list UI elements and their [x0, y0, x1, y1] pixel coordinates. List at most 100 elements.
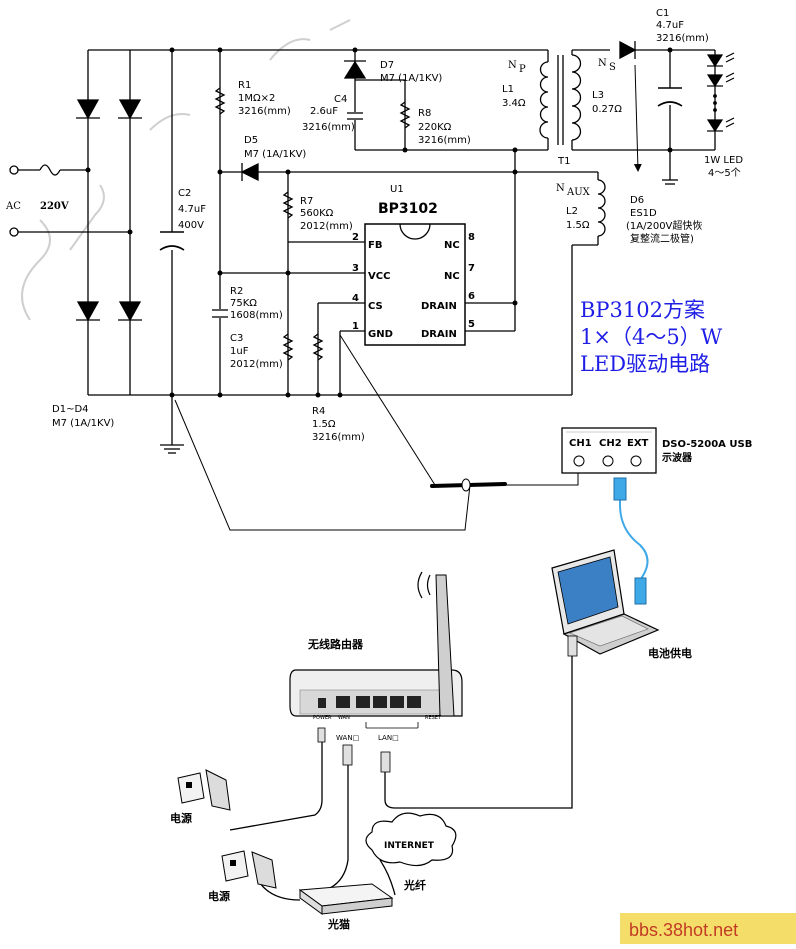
rj45-plug-icons — [317, 635, 578, 773]
pin3-name: VCC — [368, 271, 390, 282]
circuit-wires — [18, 49, 716, 445]
pin1-name: GND — [368, 329, 393, 340]
pin6-num: 6 — [468, 291, 475, 302]
u1-part: BP3102 — [378, 201, 438, 217]
capacitor-c4-icon — [347, 112, 363, 120]
ac-terminal-icon — [9, 165, 19, 175]
inductor-l1-icon — [539, 61, 549, 139]
pin2-name: FB — [368, 240, 382, 251]
r7-ref: R7 — [300, 196, 313, 207]
np-label: N — [508, 60, 517, 71]
r8-value2: 3216(mm) — [418, 135, 471, 146]
d7-ref: D7 — [380, 60, 394, 71]
watermark-text: bbs.38hot.net — [629, 920, 738, 940]
d6-value3: 复整流二极管) — [630, 232, 694, 245]
l3-value: 0.27Ω — [592, 104, 622, 115]
usb-plug-icon — [634, 577, 647, 605]
ns-label: N — [598, 58, 607, 69]
u1-ref: U1 — [390, 184, 404, 195]
lan-bracket — [365, 722, 419, 729]
r1-ref: R1 — [238, 80, 251, 91]
r4-value1: 1.5Ω — [312, 419, 336, 430]
pin8-name: NC — [444, 240, 460, 251]
osc-ch1: CH1 — [569, 438, 592, 449]
d6-ref: D6 — [630, 195, 644, 206]
capacitor-c3-icon — [212, 309, 228, 318]
junction-dots — [85, 47, 673, 398]
bridge-ref: D1~D4 — [52, 404, 89, 415]
power-adapter-icon-1 — [177, 769, 231, 811]
resistor-r1-icon — [214, 87, 226, 115]
pin8-num: 8 — [468, 232, 475, 243]
r2-value1: 75KΩ — [230, 298, 257, 309]
osc-model: DSO-5200A USB — [662, 439, 752, 450]
wan-tag: WAN□ — [336, 734, 359, 742]
diode-d7-icon — [343, 60, 367, 79]
bridge-value: M7 (1A/1KV) — [52, 418, 114, 429]
naux-label: N — [556, 183, 565, 194]
title-block: BP3102方案 1×（4～5）W LED驱动电路 — [580, 298, 723, 376]
port-reset-label: RESET — [425, 715, 442, 721]
l1-value: 3.4Ω — [502, 98, 526, 109]
circuit-labels: AC 220V D1~D4 M7 (1A/1KV) C2 4.7uF 400V … — [5, 8, 743, 443]
osc-ext: EXT — [627, 438, 649, 449]
d5-value: M7 (1A/1KV) — [244, 149, 306, 160]
led-value1: 1W LED — [704, 155, 743, 166]
title-line2: 1×（4～5）W — [580, 325, 723, 349]
t1-label: T1 — [557, 156, 570, 167]
wireless-router-icon — [289, 571, 463, 717]
pin3-num: 3 — [352, 263, 359, 274]
r4-ref: R4 — [312, 406, 325, 417]
d6-value1: ES1D — [630, 208, 657, 219]
r7-value1: 560KΩ — [300, 208, 334, 219]
d7-value: M7 (1A/1KV) — [380, 73, 442, 84]
led-value2: 4～5个 — [708, 167, 741, 179]
internet-cloud-icon — [365, 812, 457, 867]
osc-ext-jack-icon[interactable] — [630, 455, 642, 467]
r2-ref: R2 — [230, 286, 243, 297]
ac-label: AC — [5, 201, 21, 212]
r8-ref: R8 — [418, 108, 431, 119]
capacitor-c2-icon — [159, 231, 185, 251]
pin6-name: DRAIN — [421, 301, 457, 312]
fiber-label: 光纤 — [403, 878, 426, 892]
router-label: 无线路由器 — [307, 637, 364, 651]
power1-label: 电源 — [170, 811, 192, 825]
c2-value2: 400V — [178, 220, 204, 231]
pin1-num: 1 — [352, 321, 359, 332]
ac-voltage: 220V — [40, 201, 69, 212]
l2-ref: L2 — [566, 206, 578, 217]
osc-name: 示波器 — [662, 451, 693, 464]
title-line1: BP3102方案 — [580, 298, 705, 322]
r8-value1: 220KΩ — [418, 122, 452, 133]
osc-ch1-jack-icon[interactable] — [573, 455, 585, 467]
c3-value1: 1uF — [230, 346, 249, 357]
r1-value2: 3216(mm) — [238, 106, 291, 117]
osc-ch2-jack-icon[interactable] — [602, 455, 614, 467]
laptop-label: 电池供电 — [648, 646, 692, 660]
inductor-l3-icon — [571, 54, 582, 141]
c3-ref: C3 — [230, 333, 243, 344]
naux-sub: AUX — [566, 187, 591, 198]
pin7-name: NC — [444, 271, 460, 282]
pin4-name: CS — [368, 301, 383, 312]
r4-value2: 3216(mm) — [312, 432, 365, 443]
bridge-diode-icons — [76, 99, 142, 322]
usb-cable — [613, 477, 649, 605]
d5-ref: D5 — [244, 135, 258, 146]
c2-ref: C2 — [178, 188, 191, 199]
probe-icon — [430, 478, 507, 492]
resistor-r7-icon — [282, 191, 294, 219]
l3-ref: L3 — [592, 90, 604, 101]
pin5-name: DRAIN — [421, 329, 457, 340]
optical-modem-icon — [298, 883, 394, 915]
pin4-num: 4 — [352, 293, 359, 304]
port-wan-label: WAN — [338, 715, 350, 721]
fuse-icon — [39, 164, 61, 176]
c4-value2: 3216(mm) — [302, 122, 355, 133]
c1-ref: C1 — [656, 8, 669, 19]
r7-value2: 2012(mm) — [300, 221, 353, 232]
r1-value1: 1MΩ×2 — [238, 93, 275, 104]
